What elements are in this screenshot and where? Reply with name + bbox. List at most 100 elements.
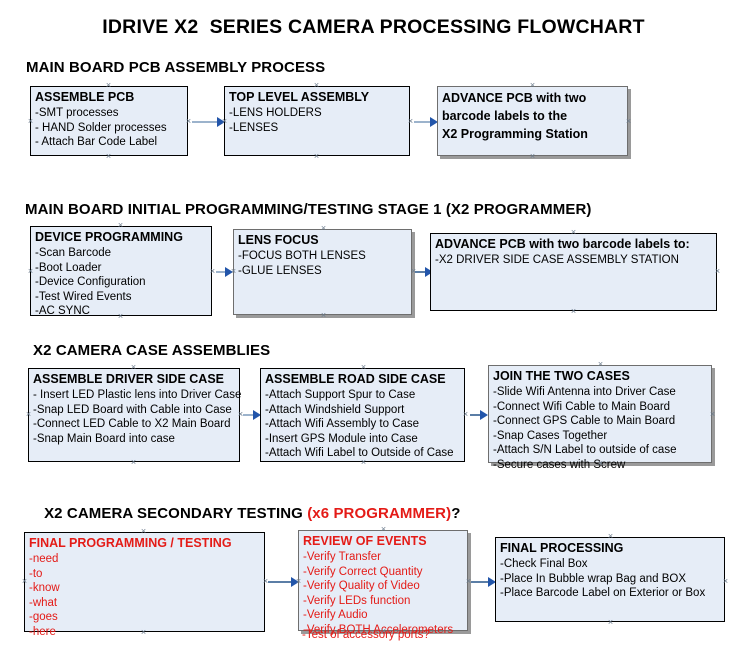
arrow-head-icon: [225, 267, 233, 277]
connection-handle-left[interactable]: [27, 118, 34, 125]
arrow-head-icon: [480, 410, 488, 420]
box-final-processing[interactable]: FINAL PROCESSING -Check Final Box -Place…: [495, 537, 725, 622]
box-top-level-assembly[interactable]: TOP LEVEL ASSEMBLY -LENS HOLDERS -LENSES: [224, 86, 410, 156]
section-heading-4-black: ?: [451, 505, 461, 522]
connection-handle-left[interactable]: [21, 578, 28, 585]
connector-line: [268, 581, 292, 583]
connection-handle-top[interactable]: [313, 82, 320, 89]
connection-handle-top[interactable]: [597, 361, 604, 368]
box-assemble-road-side-case[interactable]: ASSEMBLE ROAD SIDE CASE -Attach Support …: [260, 368, 465, 462]
connector-line: [415, 271, 427, 273]
connection-handle-bottom[interactable]: [570, 308, 577, 315]
connection-handle-bottom[interactable]: [105, 153, 112, 160]
connection-handle-bottom[interactable]: [597, 460, 604, 467]
box-line: - HAND Solder processes: [35, 121, 167, 134]
box-final-programming-testing[interactable]: FINAL PROGRAMMING / TESTING -need -to -k…: [24, 532, 265, 638]
box-review-of-events[interactable]: REVIEW OF EVENTS -Verify Transfer -Verif…: [298, 530, 468, 636]
connection-handle-left[interactable]: [25, 411, 32, 418]
connection-handle-right[interactable]: [625, 118, 632, 125]
box-advance-pcb-driver-side[interactable]: ADVANCE PCB with two barcode labels to: …: [430, 233, 717, 311]
box-line: -Slide Wifi Antenna into Driver Case: [493, 386, 676, 398]
section-heading-2: MAIN BOARD INITIAL PROGRAMMING/TESTING S…: [25, 201, 592, 218]
box-line: -Device Configuration: [35, 276, 146, 288]
box-line: - Insert LED Plastic lens into Driver Ca…: [33, 389, 242, 401]
connection-handle-top[interactable]: [140, 528, 147, 535]
connection-handle-bottom[interactable]: [380, 628, 387, 635]
connection-handle-top[interactable]: [570, 229, 577, 236]
box-assemble-driver-side-case[interactable]: ASSEMBLE DRIVER SIDE CASE - Insert LED P…: [28, 368, 242, 462]
box-join-the-two-cases[interactable]: JOIN THE TWO CASES -Slide Wifi Antenna i…: [488, 365, 712, 471]
box-advance-pcb-programming-station[interactable]: ADVANCE PCB with two barcode labels to t…: [437, 86, 628, 156]
box-line: -Place In Bubble wrap Bag and BOX: [500, 572, 687, 585]
connector-line: [216, 271, 226, 273]
connection-handle-right[interactable]: [407, 118, 414, 125]
box-device-programming[interactable]: DEVICE PROGRAMMING -Scan Barcode -Boot L…: [30, 226, 212, 317]
arrow-head-icon: [430, 117, 438, 127]
box-title: ASSEMBLE PCB: [35, 90, 135, 104]
connection-handle-right[interactable]: [185, 118, 192, 125]
box-line: -Attach Wifi Assembly to Case: [265, 418, 420, 430]
connector-line: [192, 121, 218, 123]
box-line: -SMT processes: [35, 107, 119, 119]
box-line: -Snap Cases Together: [493, 429, 608, 442]
connection-handle-right[interactable]: [209, 268, 216, 275]
box-line: - Attach Bar Code Label: [35, 136, 158, 148]
connection-handle-top[interactable]: [607, 533, 614, 540]
connection-handle-bottom[interactable]: [140, 629, 147, 636]
connection-handle-right[interactable]: [462, 411, 469, 418]
connection-handle-left[interactable]: [230, 268, 237, 275]
box-title: ADVANCE PCB with two: [442, 91, 587, 105]
connection-handle-top[interactable]: [360, 364, 367, 371]
connection-handle-right[interactable]: [714, 268, 721, 275]
connection-handle-left[interactable]: [27, 268, 34, 275]
connector-line: [471, 581, 489, 583]
connection-handle-top[interactable]: [320, 225, 327, 232]
box-line: -Verify Quality of Video: [303, 580, 420, 592]
box-line: -LENS HOLDERS: [229, 107, 322, 119]
connection-handle-top[interactable]: [130, 364, 137, 371]
box-line: -Verify Audio: [303, 609, 368, 621]
connection-handle-top[interactable]: [117, 222, 124, 229]
box-title: LENS FOCUS: [238, 233, 319, 247]
box-assemble-pcb[interactable]: ASSEMBLE PCB -SMT processes - HAND Solde…: [30, 86, 188, 156]
box-title: FINAL PROCESSING: [500, 541, 624, 555]
section-heading-3: X2 CAMERA CASE ASSEMBLIES: [33, 342, 271, 359]
arrow-head-icon: [425, 267, 433, 277]
connection-handle-left[interactable]: [221, 118, 228, 125]
connection-handle-right[interactable]: [722, 578, 729, 585]
connection-handle-left[interactable]: [295, 578, 302, 585]
connection-handle-bottom[interactable]: [360, 459, 367, 466]
connection-handle-bottom[interactable]: [320, 312, 327, 319]
box-line: -Insert GPS Module into Case: [265, 432, 418, 445]
box-line: -Verify Transfer: [303, 551, 381, 563]
box-title: JOIN THE TWO CASES: [493, 369, 630, 383]
box-line: -Test Wired Events: [35, 290, 132, 303]
box-line: -need: [29, 553, 59, 565]
box-title: DEVICE PROGRAMMING: [35, 230, 183, 244]
connection-handle-top[interactable]: [529, 82, 536, 89]
arrow-head-icon: [488, 577, 496, 587]
connection-handle-bottom[interactable]: [117, 313, 124, 320]
box-line: -LENSES: [229, 121, 279, 134]
box-title: TOP LEVEL ASSEMBLY: [229, 90, 370, 104]
box-line: -X2 DRIVER SIDE CASE ASSEMBLY STATION: [435, 254, 679, 266]
connection-handle-top[interactable]: [105, 82, 112, 89]
box-line: -Attach Support Spur to Case: [265, 389, 416, 401]
connection-handle-bottom[interactable]: [130, 459, 137, 466]
page-title: IDRIVE X2 SERIES CAMERA PROCESSING FLOWC…: [102, 16, 645, 38]
box-line: -Attach S/N Label to outside of case: [493, 444, 677, 456]
box-line: -Check Final Box: [500, 558, 588, 570]
section-heading-4-red: (x6 PROGRAMMER): [307, 505, 452, 522]
connection-handle-right[interactable]: [709, 411, 716, 418]
section-heading-4-main: X2 CAMERA SECONDARY TESTING: [44, 505, 308, 522]
connection-handle-bottom[interactable]: [529, 153, 536, 160]
section-heading-1: MAIN BOARD PCB ASSEMBLY PROCESS: [26, 59, 326, 76]
connection-handle-bottom[interactable]: [607, 619, 614, 626]
box-lens-focus[interactable]: LENS FOCUS -FOCUS BOTH LENSES -GLUE LENS…: [233, 229, 412, 315]
box-line: -Verify Correct Quantity: [303, 565, 423, 578]
connection-handle-top[interactable]: [380, 526, 387, 533]
box-line: -Boot Loader: [35, 261, 102, 274]
box-line: -goes: [29, 611, 58, 623]
connection-handle-bottom[interactable]: [313, 153, 320, 160]
